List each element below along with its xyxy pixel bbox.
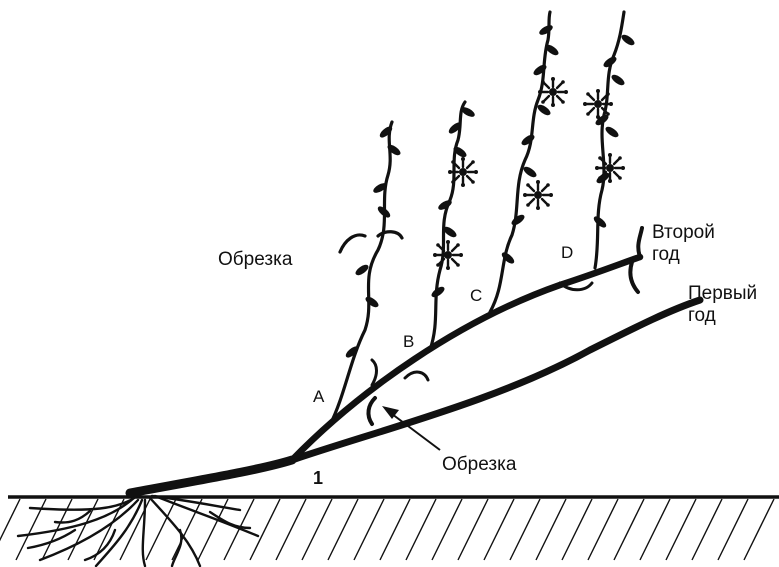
point-d-label: D: [561, 244, 573, 262]
leaf: [355, 264, 370, 277]
first-year-label-line2: год: [688, 305, 716, 327]
point-c-label: C: [470, 287, 482, 305]
leaf: [593, 215, 608, 229]
trunk: [130, 228, 700, 493]
pruning-label-top: Обрезка: [218, 249, 292, 271]
second-year-label-line2: год: [652, 244, 680, 266]
leaf: [611, 74, 626, 87]
number-1-label: 1: [313, 469, 323, 487]
second-year-label-line1: Второй: [652, 222, 715, 244]
leaf: [605, 126, 620, 139]
point-b-label: B: [403, 333, 414, 351]
first-year-label-line1: Первый: [688, 283, 757, 305]
roots: [18, 494, 258, 566]
shoot-d: [595, 12, 624, 268]
shoot-b: [430, 102, 465, 350]
leaf: [537, 104, 552, 117]
pruning-label-bottom: Обрезка: [442, 454, 516, 476]
first-year-cane: [292, 300, 700, 460]
leaf: [621, 34, 636, 47]
shoot-c: [490, 12, 550, 312]
leaf: [460, 106, 475, 118]
leaf: [523, 166, 538, 179]
leaf: [538, 24, 553, 36]
point-a-label: A: [313, 388, 324, 406]
pruning-stub: [368, 398, 375, 424]
leaf: [511, 214, 526, 227]
leaf: [521, 134, 536, 147]
leaf: [365, 296, 380, 309]
